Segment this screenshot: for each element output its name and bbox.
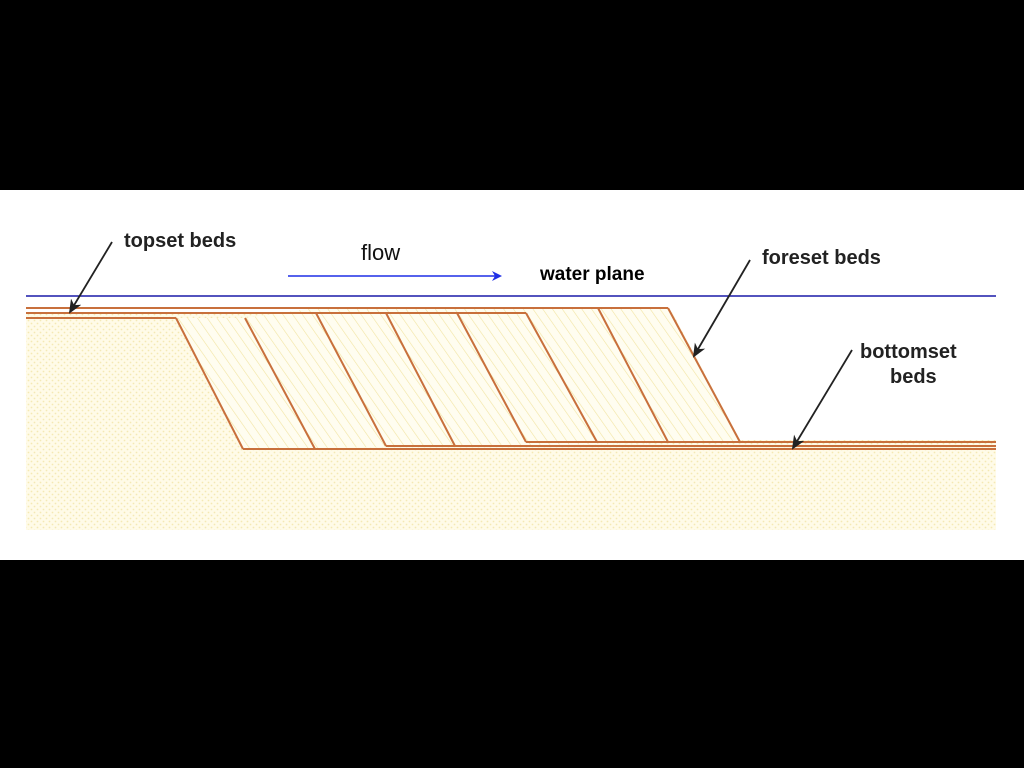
bottomset-bed-lines — [243, 441, 996, 450]
water-plane-label: water plane — [540, 264, 645, 285]
topset-beds-label: topset beds — [124, 230, 237, 252]
flow-label: flow — [361, 240, 401, 265]
foreset-bed-lines — [175, 307, 741, 450]
bottomset-label-line2: beds — [890, 366, 937, 388]
bottomset-pointer-arrow — [791, 349, 853, 450]
foreset-wedge — [176, 308, 740, 449]
foreset-beds-label: foreset beds — [762, 247, 881, 269]
diagram-panel: topset beds flow water plane foreset bed… — [0, 190, 1024, 560]
topset-bed-lines — [26, 307, 668, 319]
topset-pointer-arrow — [68, 241, 113, 314]
bottomset-label-line1: bottomset — [860, 341, 957, 363]
foreset-pointer-arrow — [692, 259, 751, 358]
delta-bedding-diagram — [26, 241, 996, 530]
